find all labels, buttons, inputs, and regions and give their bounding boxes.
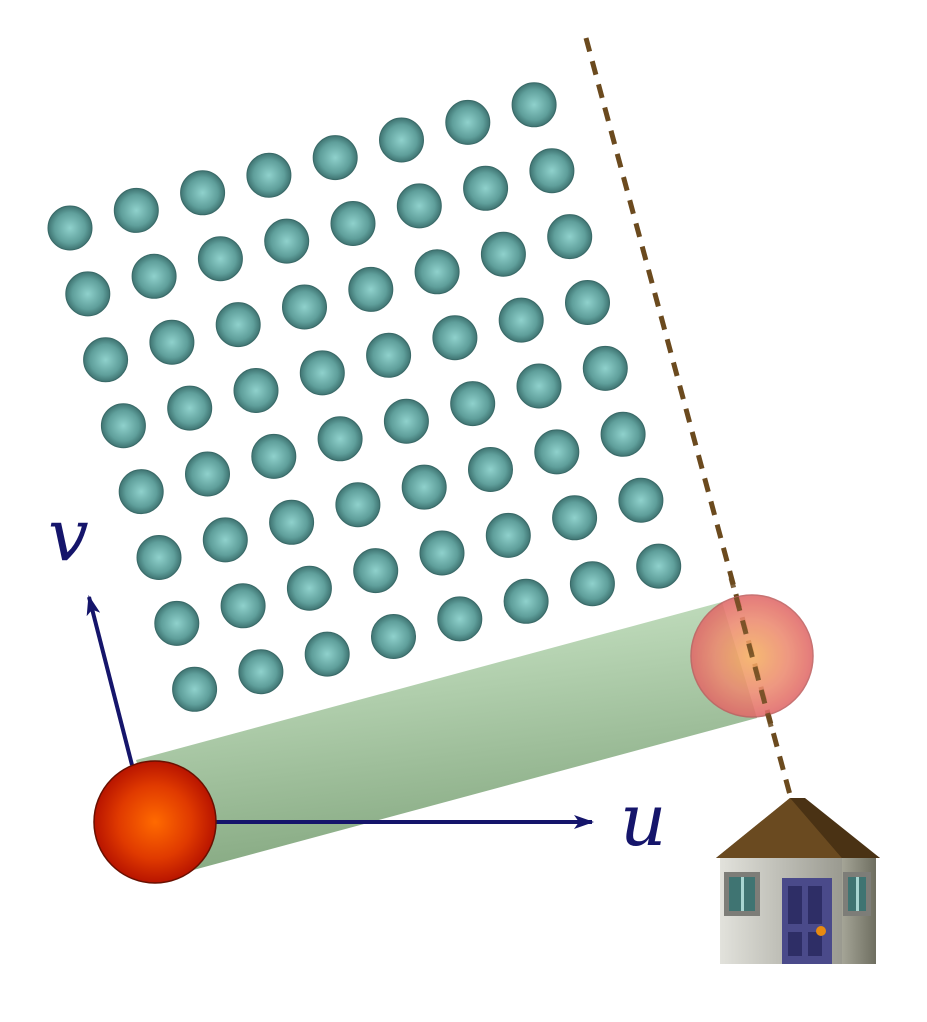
lattice-ball <box>353 548 399 594</box>
lattice-ball <box>419 530 465 576</box>
lattice-ball <box>383 398 429 444</box>
lattice-ball <box>246 152 292 198</box>
lattice-ball <box>197 236 243 282</box>
lattice-ball <box>618 477 664 523</box>
lattice-ball <box>317 416 363 462</box>
lattice-ball <box>100 403 146 449</box>
lattice-ball <box>348 266 394 312</box>
lattice-ball <box>264 218 310 264</box>
lattice-points <box>47 82 682 712</box>
lattice-ball <box>371 614 416 659</box>
lattice-ball <box>379 117 424 163</box>
lattice-ball <box>172 666 218 712</box>
lattice-ball <box>498 297 544 343</box>
lattice-ball <box>485 512 531 558</box>
lattice-ball <box>534 429 580 475</box>
lattice-ball <box>437 596 483 642</box>
lattice-ball <box>516 363 562 409</box>
lattice-ball <box>47 205 93 251</box>
lattice-ball <box>113 187 159 233</box>
lattice-ball <box>154 600 200 646</box>
lattice-ball <box>180 170 226 216</box>
lattice-ball <box>233 368 279 413</box>
lattice-ball <box>286 565 332 611</box>
lattice-ball <box>636 543 682 589</box>
lattice-ball <box>149 319 195 365</box>
lattice-ball <box>480 231 526 277</box>
house-icon <box>716 798 880 964</box>
u-axis-label: u <box>620 778 666 862</box>
lattice-ball <box>511 82 557 128</box>
lattice-ball <box>396 183 442 229</box>
lattice-ball <box>83 337 129 383</box>
lattice-ball <box>445 99 491 145</box>
lattice-ball <box>463 165 509 211</box>
lattice-ball <box>600 411 646 457</box>
lattice-ball <box>335 482 381 528</box>
lattice-ball <box>304 631 350 677</box>
lattice-ball <box>401 464 447 510</box>
lattice-ball <box>414 249 460 295</box>
lattice-ball <box>312 135 358 181</box>
lattice-ball <box>220 583 266 629</box>
lattice-ball <box>131 253 177 299</box>
lattice-ball <box>569 561 615 607</box>
v-axis-label: v <box>48 493 89 577</box>
lattice-ball <box>269 499 315 545</box>
dashed-sight-line <box>583 37 796 807</box>
connecting-cylinder <box>136 602 757 876</box>
lattice-ball <box>366 332 412 378</box>
lattice-ball <box>503 578 549 624</box>
lattice-ball <box>238 649 284 695</box>
lattice-ball <box>450 381 496 427</box>
lattice-ball <box>215 302 261 348</box>
lattice-ball <box>167 385 213 431</box>
lattice-ball <box>468 447 513 492</box>
lattice-ball <box>251 433 297 479</box>
lattice-ball <box>547 214 593 260</box>
lattice-ball <box>565 280 610 325</box>
lattice-ball <box>552 495 598 541</box>
lattice-ball <box>582 345 628 391</box>
lattice-ball <box>282 284 327 330</box>
lattice-ball <box>202 517 248 563</box>
lattice-ball <box>330 201 376 246</box>
lattice-ball <box>529 148 575 194</box>
dashed-sight-line-overlay <box>728 577 775 731</box>
lattice-ball <box>432 315 478 361</box>
lattice-ball <box>299 350 345 396</box>
v-axis-arrow <box>86 595 134 766</box>
origin-ball <box>93 760 217 884</box>
lattice-ball <box>136 535 182 580</box>
lattice-ball <box>185 451 230 497</box>
lattice-ball <box>118 469 164 515</box>
lattice-ball <box>65 271 111 317</box>
